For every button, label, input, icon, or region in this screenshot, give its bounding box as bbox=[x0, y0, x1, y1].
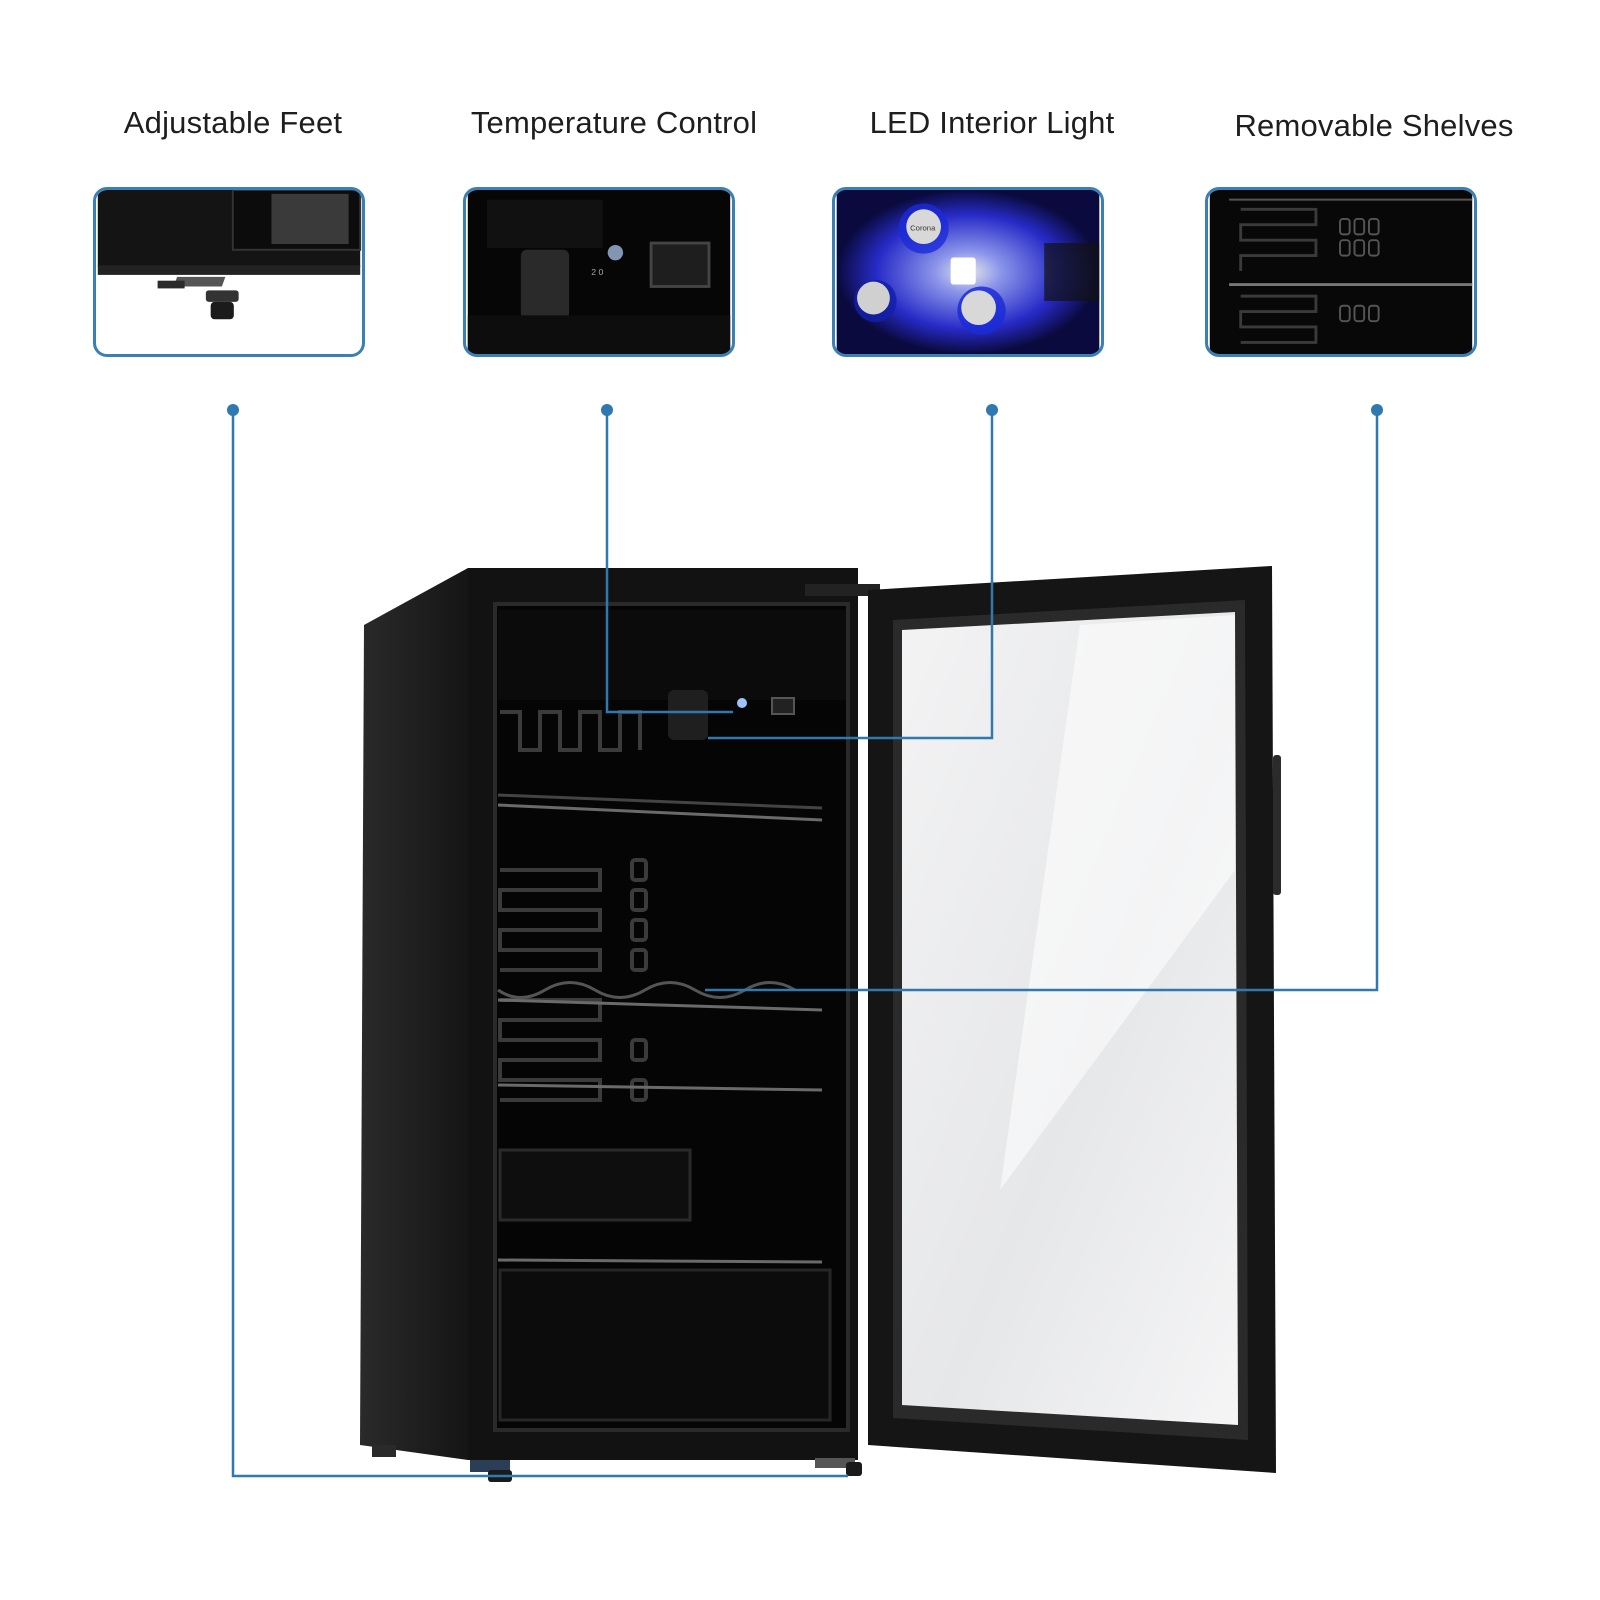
bottle-cap-text: Corona bbox=[910, 224, 936, 233]
door-hinge bbox=[805, 584, 880, 596]
callout-line-led-interior-light bbox=[708, 410, 994, 740]
feature-title-adjustable-feet: Adjustable Feet bbox=[123, 105, 343, 140]
led-light-spot bbox=[737, 698, 747, 708]
front-foot-left bbox=[470, 1460, 510, 1472]
callout-dot-adjustable-feet bbox=[227, 404, 239, 416]
callout-line-temperature-control bbox=[605, 410, 733, 714]
callout-dot-temperature-control bbox=[601, 404, 613, 416]
temperature-control-photo: 2 0 bbox=[467, 190, 731, 354]
front-foot-right bbox=[815, 1458, 855, 1468]
thumbnail-removable-shelves bbox=[1205, 187, 1477, 357]
control-housing bbox=[498, 610, 846, 700]
temperature-knob bbox=[668, 690, 708, 740]
callout-line-adjustable-feet bbox=[231, 410, 848, 1478]
feature-title-removable-shelves: Removable Shelves bbox=[1234, 108, 1514, 143]
dial-numbers-text: 2 0 bbox=[591, 267, 603, 277]
glass-reflection bbox=[1000, 615, 1235, 1190]
foot-base-right bbox=[846, 1462, 862, 1476]
callout-dot-removable-shelves bbox=[1371, 404, 1383, 416]
callout-lines bbox=[231, 410, 1379, 1478]
adjustable-feet-photo bbox=[97, 190, 362, 354]
rear-foot bbox=[372, 1445, 396, 1457]
feature-title-temperature-control: Temperature Control bbox=[470, 105, 758, 140]
callout-line-removable-shelves bbox=[705, 410, 1379, 992]
thumbnail-led-interior-light: Corona bbox=[832, 187, 1104, 357]
evaporator-coils bbox=[498, 710, 648, 1102]
led-interior-light-photo: Corona bbox=[836, 190, 1100, 354]
callout-dots bbox=[227, 404, 1383, 416]
thumbnail-temperature-control: 2 0 bbox=[463, 187, 735, 357]
fridge-side-panel bbox=[360, 568, 468, 1460]
removable-shelves-photo bbox=[1209, 190, 1473, 354]
crisper-bin bbox=[498, 1148, 692, 1222]
beverage-fridge bbox=[360, 566, 1281, 1482]
door-handle bbox=[1273, 755, 1281, 895]
thumbnail-adjustable-feet bbox=[93, 187, 365, 357]
bottom-bin bbox=[498, 1268, 832, 1422]
feature-title-led-interior-light: LED Interior Light bbox=[869, 105, 1115, 140]
callout-dot-led-interior-light bbox=[986, 404, 998, 416]
light-switch bbox=[771, 697, 795, 715]
